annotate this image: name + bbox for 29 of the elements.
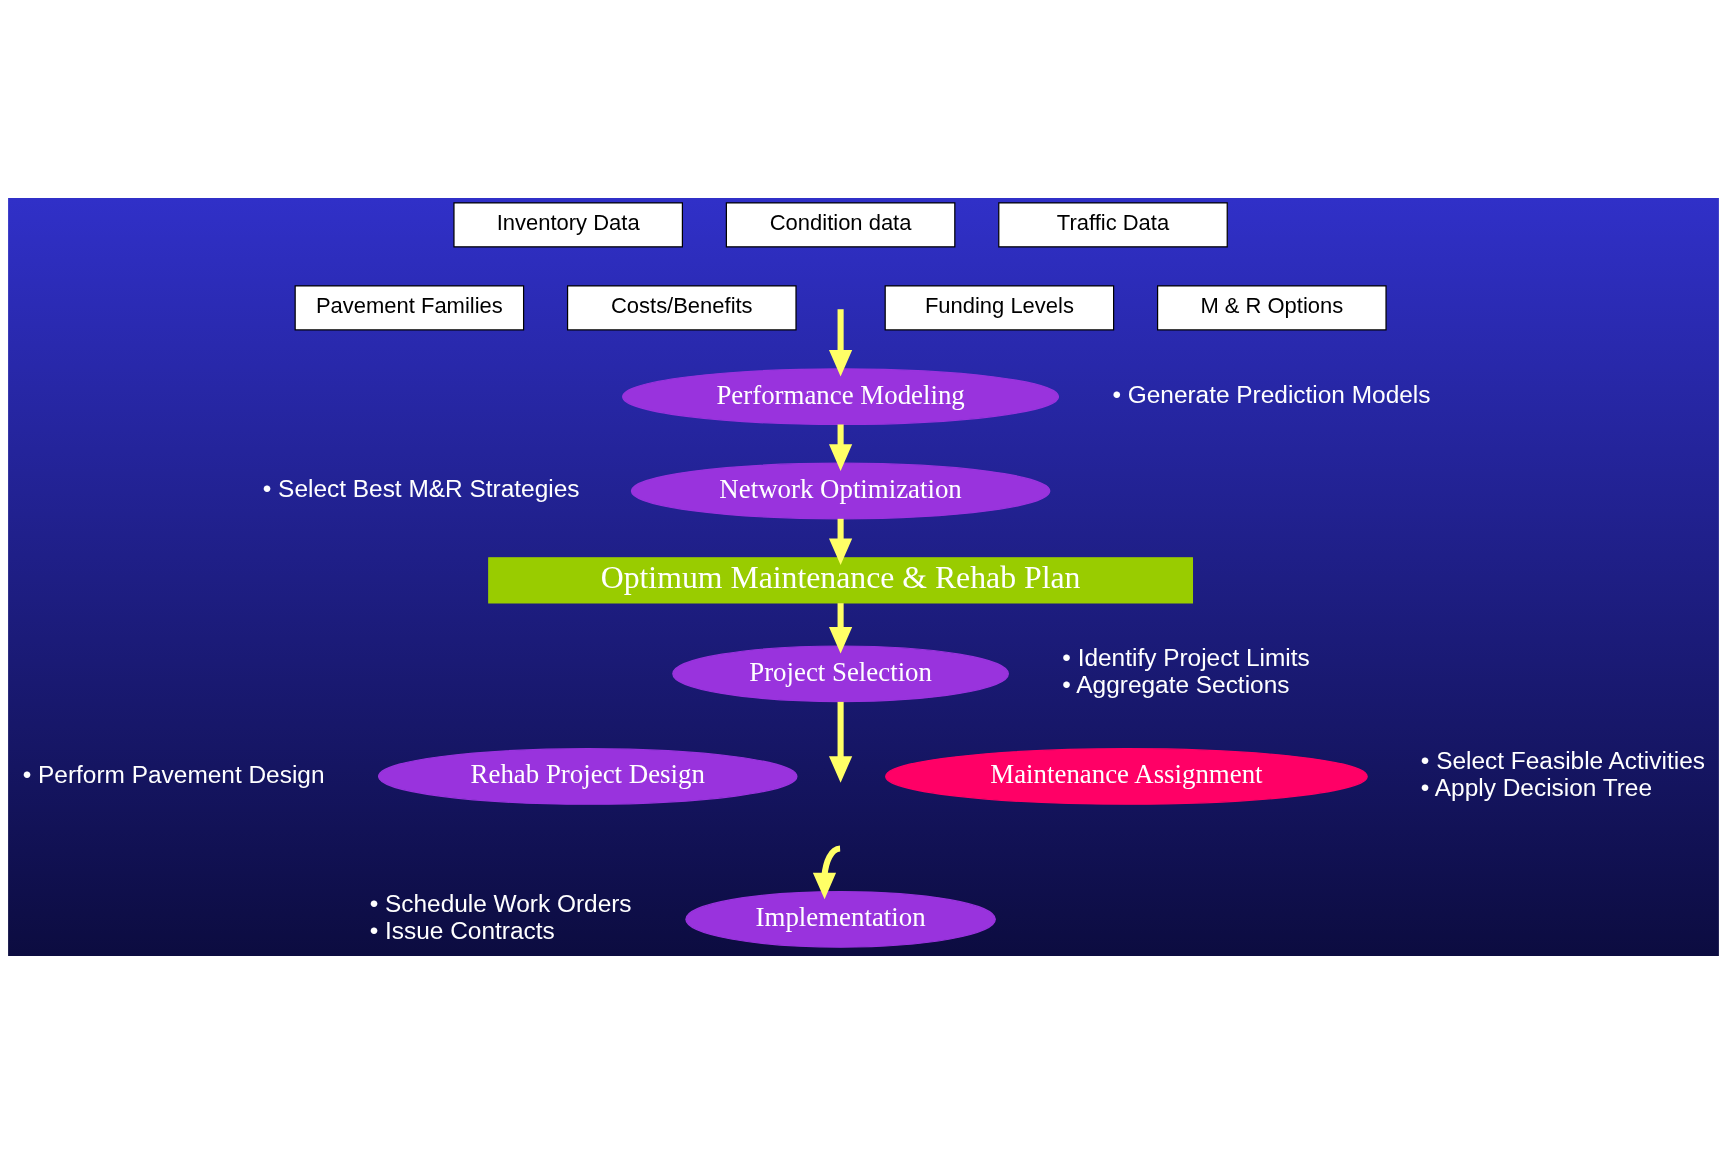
- node-label: • Aggregate Sections: [1062, 670, 1290, 698]
- node-label: • Identify Project Limits: [1062, 643, 1310, 671]
- node-box: Funding Levels: [884, 284, 1115, 331]
- arrow: [828, 701, 853, 783]
- node-ellipse: Project Selection: [672, 644, 1009, 702]
- node-box: Costs/Benefits: [566, 284, 797, 331]
- node-box: Pavement Families: [294, 284, 525, 331]
- node-label: • Generate Prediction Models: [1112, 380, 1431, 408]
- node-box: M & R Options: [1157, 284, 1387, 331]
- node-label: • Issue Contracts: [369, 916, 555, 944]
- node-ellipse: Performance Modeling: [622, 367, 1060, 425]
- node-box: Traffic Data: [998, 201, 1228, 247]
- arrow: [828, 423, 853, 471]
- arrow: [828, 602, 853, 654]
- node-label: • Select Feasible Activities: [1420, 746, 1705, 774]
- arrow: [812, 845, 841, 899]
- node-label: • Perform Pavement Design: [22, 760, 325, 788]
- arrow: [828, 308, 853, 376]
- node-ellipse: Implementation: [685, 890, 996, 948]
- node-ellipse: Rehab Project Design: [377, 747, 798, 805]
- node-label: • Schedule Work Orders: [369, 889, 632, 917]
- node-box: Optimum Maintenance & Rehab Plan: [488, 556, 1193, 604]
- node-label: • Select Best M&R Strategies: [262, 474, 580, 502]
- node-ellipse: Maintenance Assignment: [885, 747, 1368, 805]
- node-box: Condition data: [725, 201, 956, 247]
- node-ellipse: Network Optimization: [630, 462, 1051, 519]
- node-label: • Apply Decision Tree: [1420, 773, 1653, 801]
- arrow: [828, 518, 853, 565]
- node-box: Inventory Data: [453, 201, 683, 247]
